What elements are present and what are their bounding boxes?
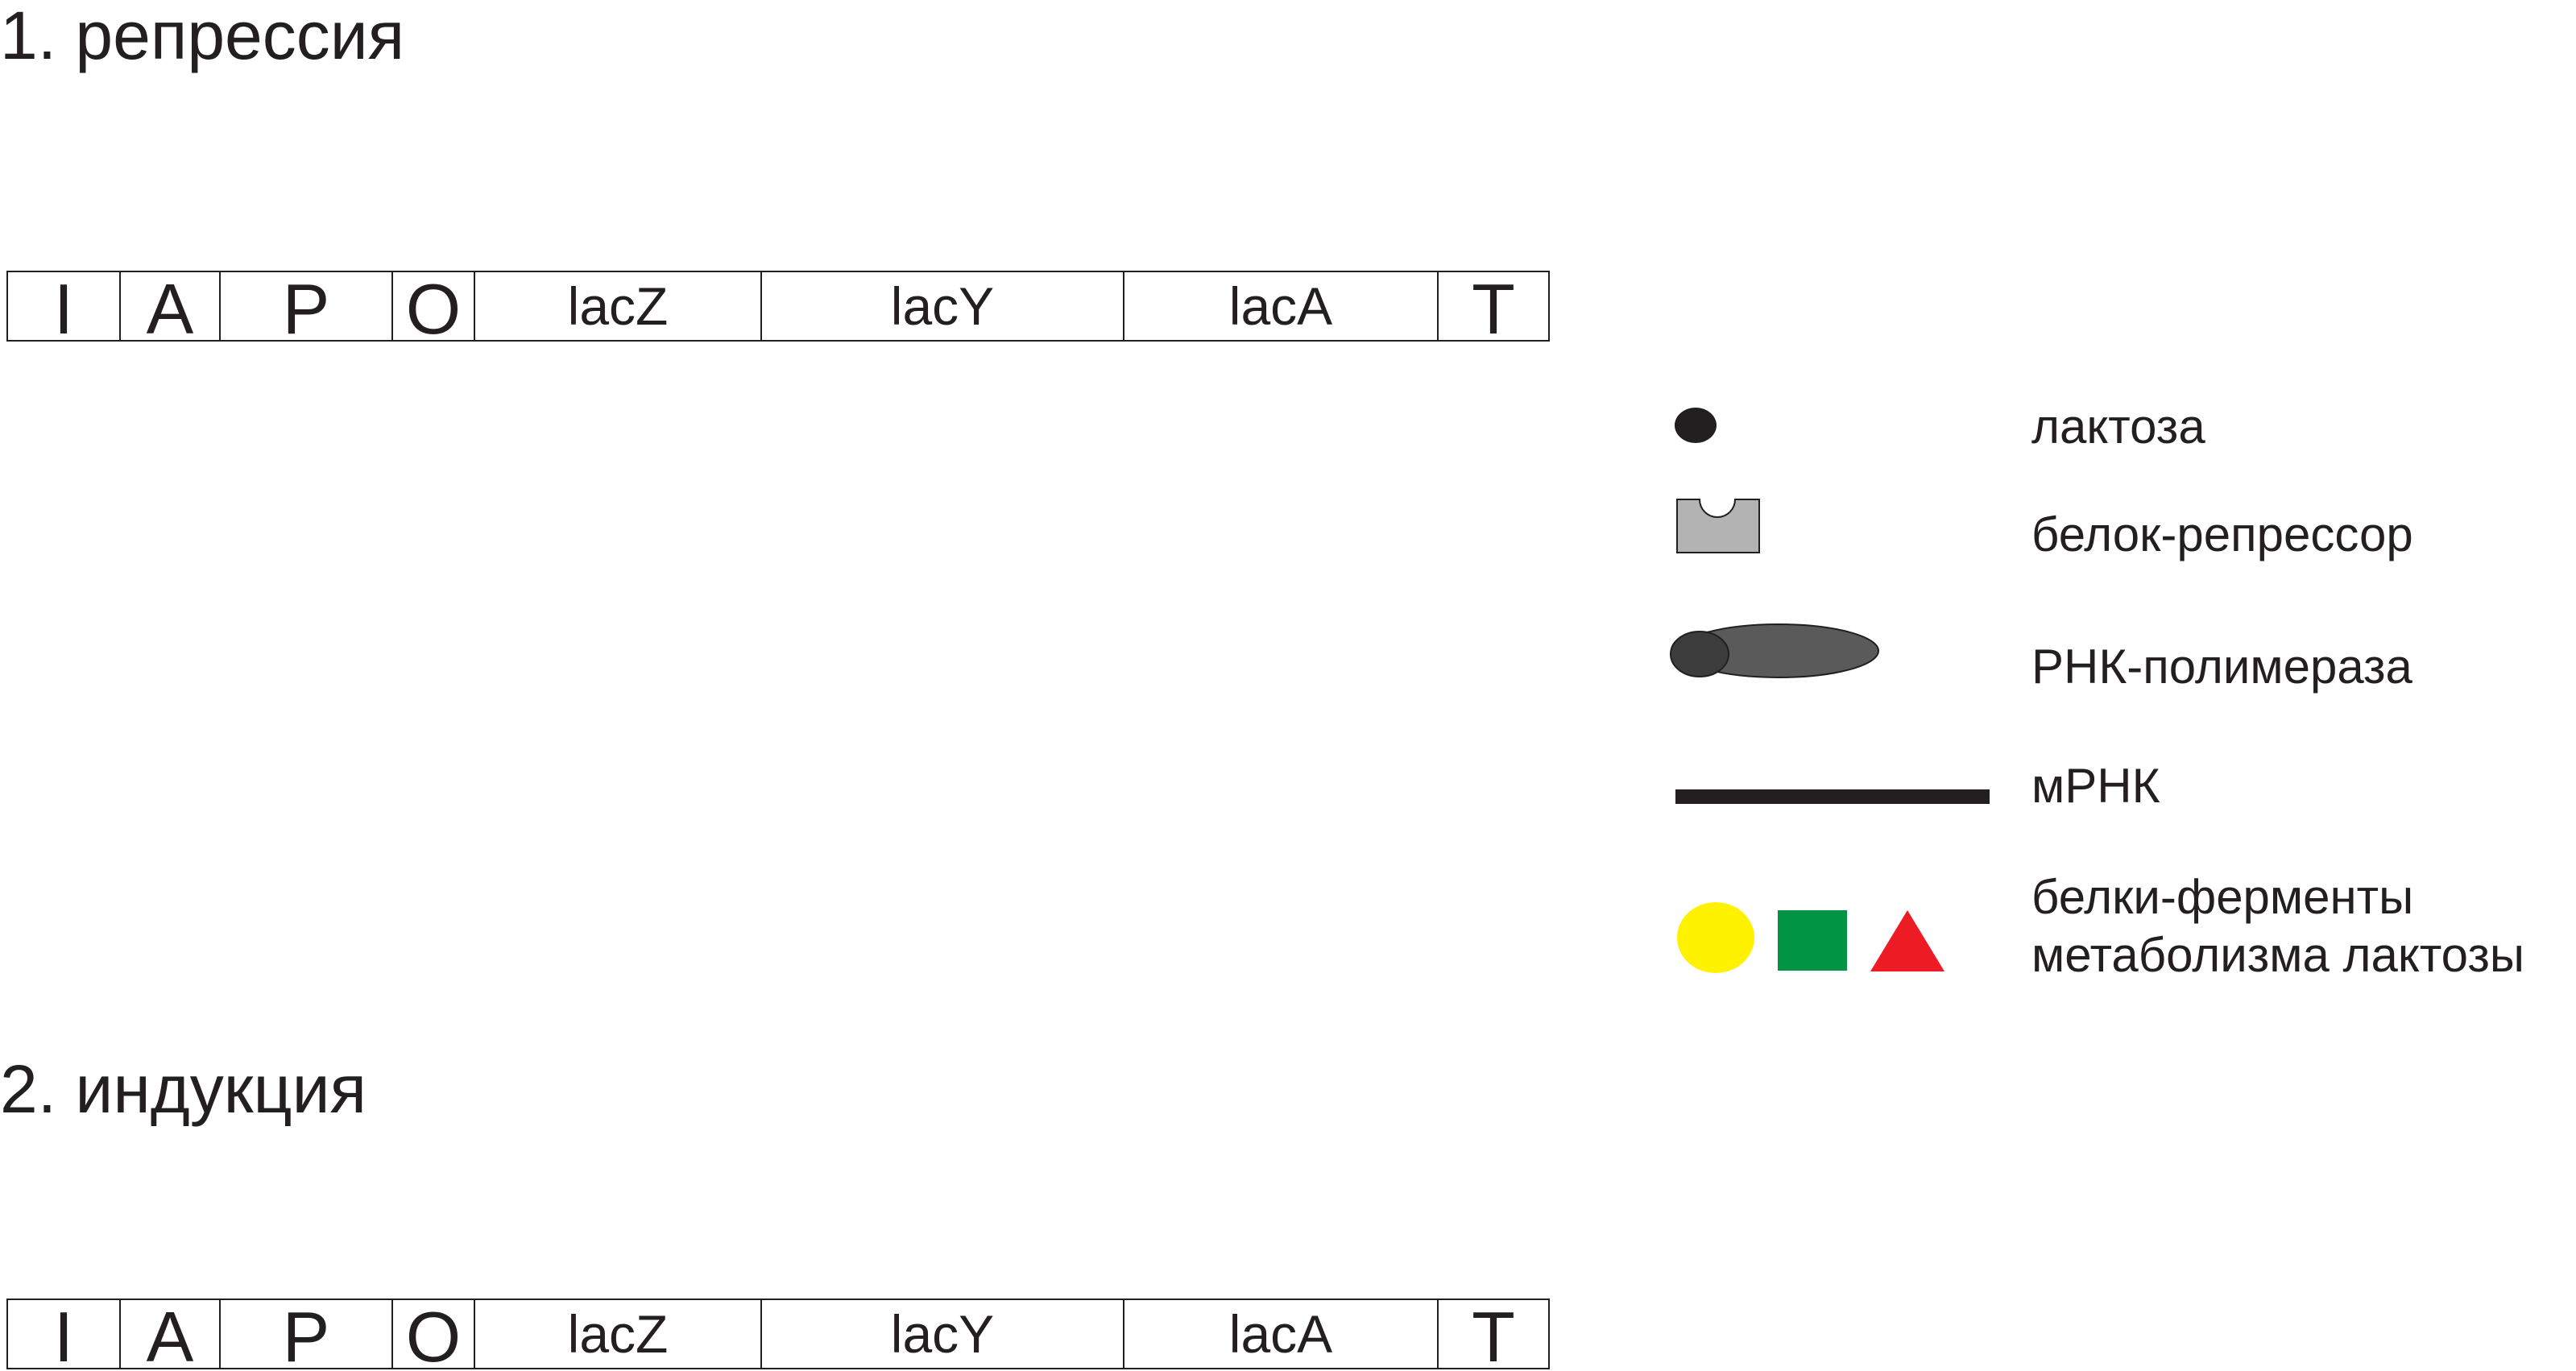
enzyme-triangle-icon (1870, 910, 1944, 971)
section-title-induction: 2. индукция (0, 1051, 367, 1127)
operon-segment-I: I (8, 1300, 121, 1368)
repressor-protein-icon (1676, 499, 1760, 553)
operon-diagram-repression: I A P O lacZ lacY lacA T (6, 271, 1550, 342)
operon-segment-A: A (121, 1300, 221, 1368)
enzyme-square-icon (1778, 910, 1847, 971)
operon-segment-O: O (393, 1300, 475, 1368)
section-title-repression: 1. репрессия (0, 0, 405, 73)
operon-segment-I: I (8, 272, 121, 340)
legend-label-mrna: мРНК (2031, 759, 2160, 813)
mrna-line-icon (1675, 789, 1990, 804)
operon-segment-lacY: lacY (762, 272, 1124, 340)
operon-segment-T: T (1472, 272, 1515, 341)
operon-segment-lacZ: lacZ (475, 1300, 762, 1368)
legend-label-enzymes: белки-ферменты метаболизма лактозы (2031, 868, 2524, 984)
operon-segment-P: P (221, 1300, 393, 1368)
operon-segment-lacA: lacA (1124, 1300, 1439, 1368)
operon-diagram-induction: I A P O lacZ lacY lacA T (6, 1299, 1550, 1369)
operon-segment-P: P (221, 272, 393, 340)
lactose-icon (1675, 408, 1717, 443)
legend-label-rna-polymerase: РНК-полимераза (2031, 640, 2412, 694)
operon-segment-O: O (393, 272, 475, 340)
legend-label-enzymes-line1: белки-ферменты (2031, 870, 2414, 924)
operon-segment-lacZ: lacZ (475, 272, 762, 340)
operon-segment-lacA: lacA (1124, 272, 1439, 340)
operon-segment-A: A (121, 272, 221, 340)
legend-label-enzymes-line2: метаболизма лактозы (2031, 928, 2524, 982)
legend-label-repressor: белок-репрессор (2031, 507, 2413, 561)
operon-segment-lacY: lacY (762, 1300, 1124, 1368)
operon-segment-T: T (1472, 1300, 1515, 1369)
rna-polymerase-head-icon (1670, 631, 1729, 677)
legend-label-lactose: лактоза (2031, 400, 2205, 454)
enzyme-circle-icon (1677, 902, 1754, 973)
